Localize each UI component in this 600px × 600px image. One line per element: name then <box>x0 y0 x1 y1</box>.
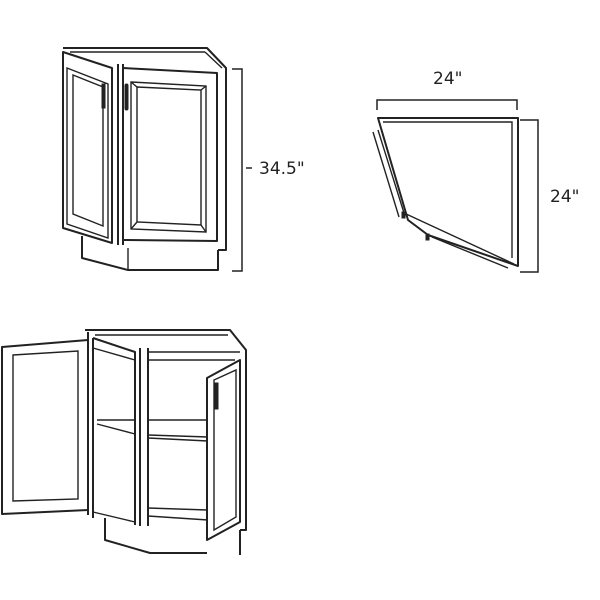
width-dimension-label: 24" <box>433 69 462 89</box>
height-dimension-label: 34.5" <box>259 159 305 179</box>
door-handle-icon <box>101 83 106 109</box>
depth-dimension-label: 24" <box>550 187 579 207</box>
cabinet-plan-view: 24" 24" <box>372 69 579 273</box>
door-handle-icon <box>214 382 219 410</box>
door-handle-icon <box>124 83 129 111</box>
left-door <box>62 51 113 244</box>
open-left-door <box>1 339 89 515</box>
right-door <box>122 67 218 242</box>
closed-cabinet-front-view: 34.5" <box>62 47 305 272</box>
open-right-door <box>206 359 241 541</box>
open-cabinet-view <box>1 329 247 555</box>
